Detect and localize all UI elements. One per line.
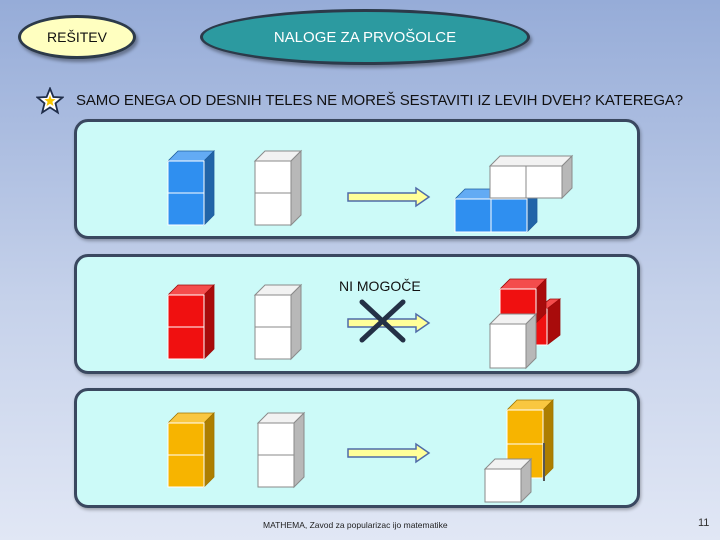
page-title: NALOGE ZA PRVOŠOLCE [273, 28, 457, 46]
arrow-icon [347, 312, 431, 334]
page-number: 11 [698, 517, 710, 529]
blue-cube-stack [167, 150, 215, 226]
footer-credit: MATHEMA, Zavod za popularizac ijo matema… [263, 520, 448, 530]
target-shape-red-impossible [488, 278, 562, 370]
task-row-yellow [74, 388, 640, 508]
task-row-blue [74, 119, 640, 239]
star-icon [36, 87, 64, 115]
task-row-red: NI MOGOČE [74, 254, 640, 374]
solution-badge: REŠITEV [18, 15, 136, 59]
arrow-icon [347, 442, 431, 464]
white-cube-stack [253, 283, 303, 361]
white-cube-stack [256, 411, 306, 489]
impossible-label: NI MOGOČE [339, 278, 421, 294]
row-illustration [167, 399, 554, 504]
target-shape-yellow-step [483, 399, 554, 504]
row-illustration [167, 149, 574, 233]
target-shape-blue-l [454, 154, 574, 233]
row-illustration: NI MOGOČE [167, 278, 562, 370]
question-text: SAMO ENEGA OD DESNIH TELES NE MOREŠ SEST… [76, 92, 684, 109]
white-cube-stack [253, 149, 303, 227]
cross-icon [359, 299, 406, 343]
arrow-icon [347, 186, 431, 208]
red-cube-stack [167, 284, 215, 360]
yellow-cube-stack [167, 412, 215, 488]
title-banner: NALOGE ZA PRVOŠOLCE [200, 9, 530, 65]
solution-badge-label: REŠITEV [47, 29, 107, 45]
